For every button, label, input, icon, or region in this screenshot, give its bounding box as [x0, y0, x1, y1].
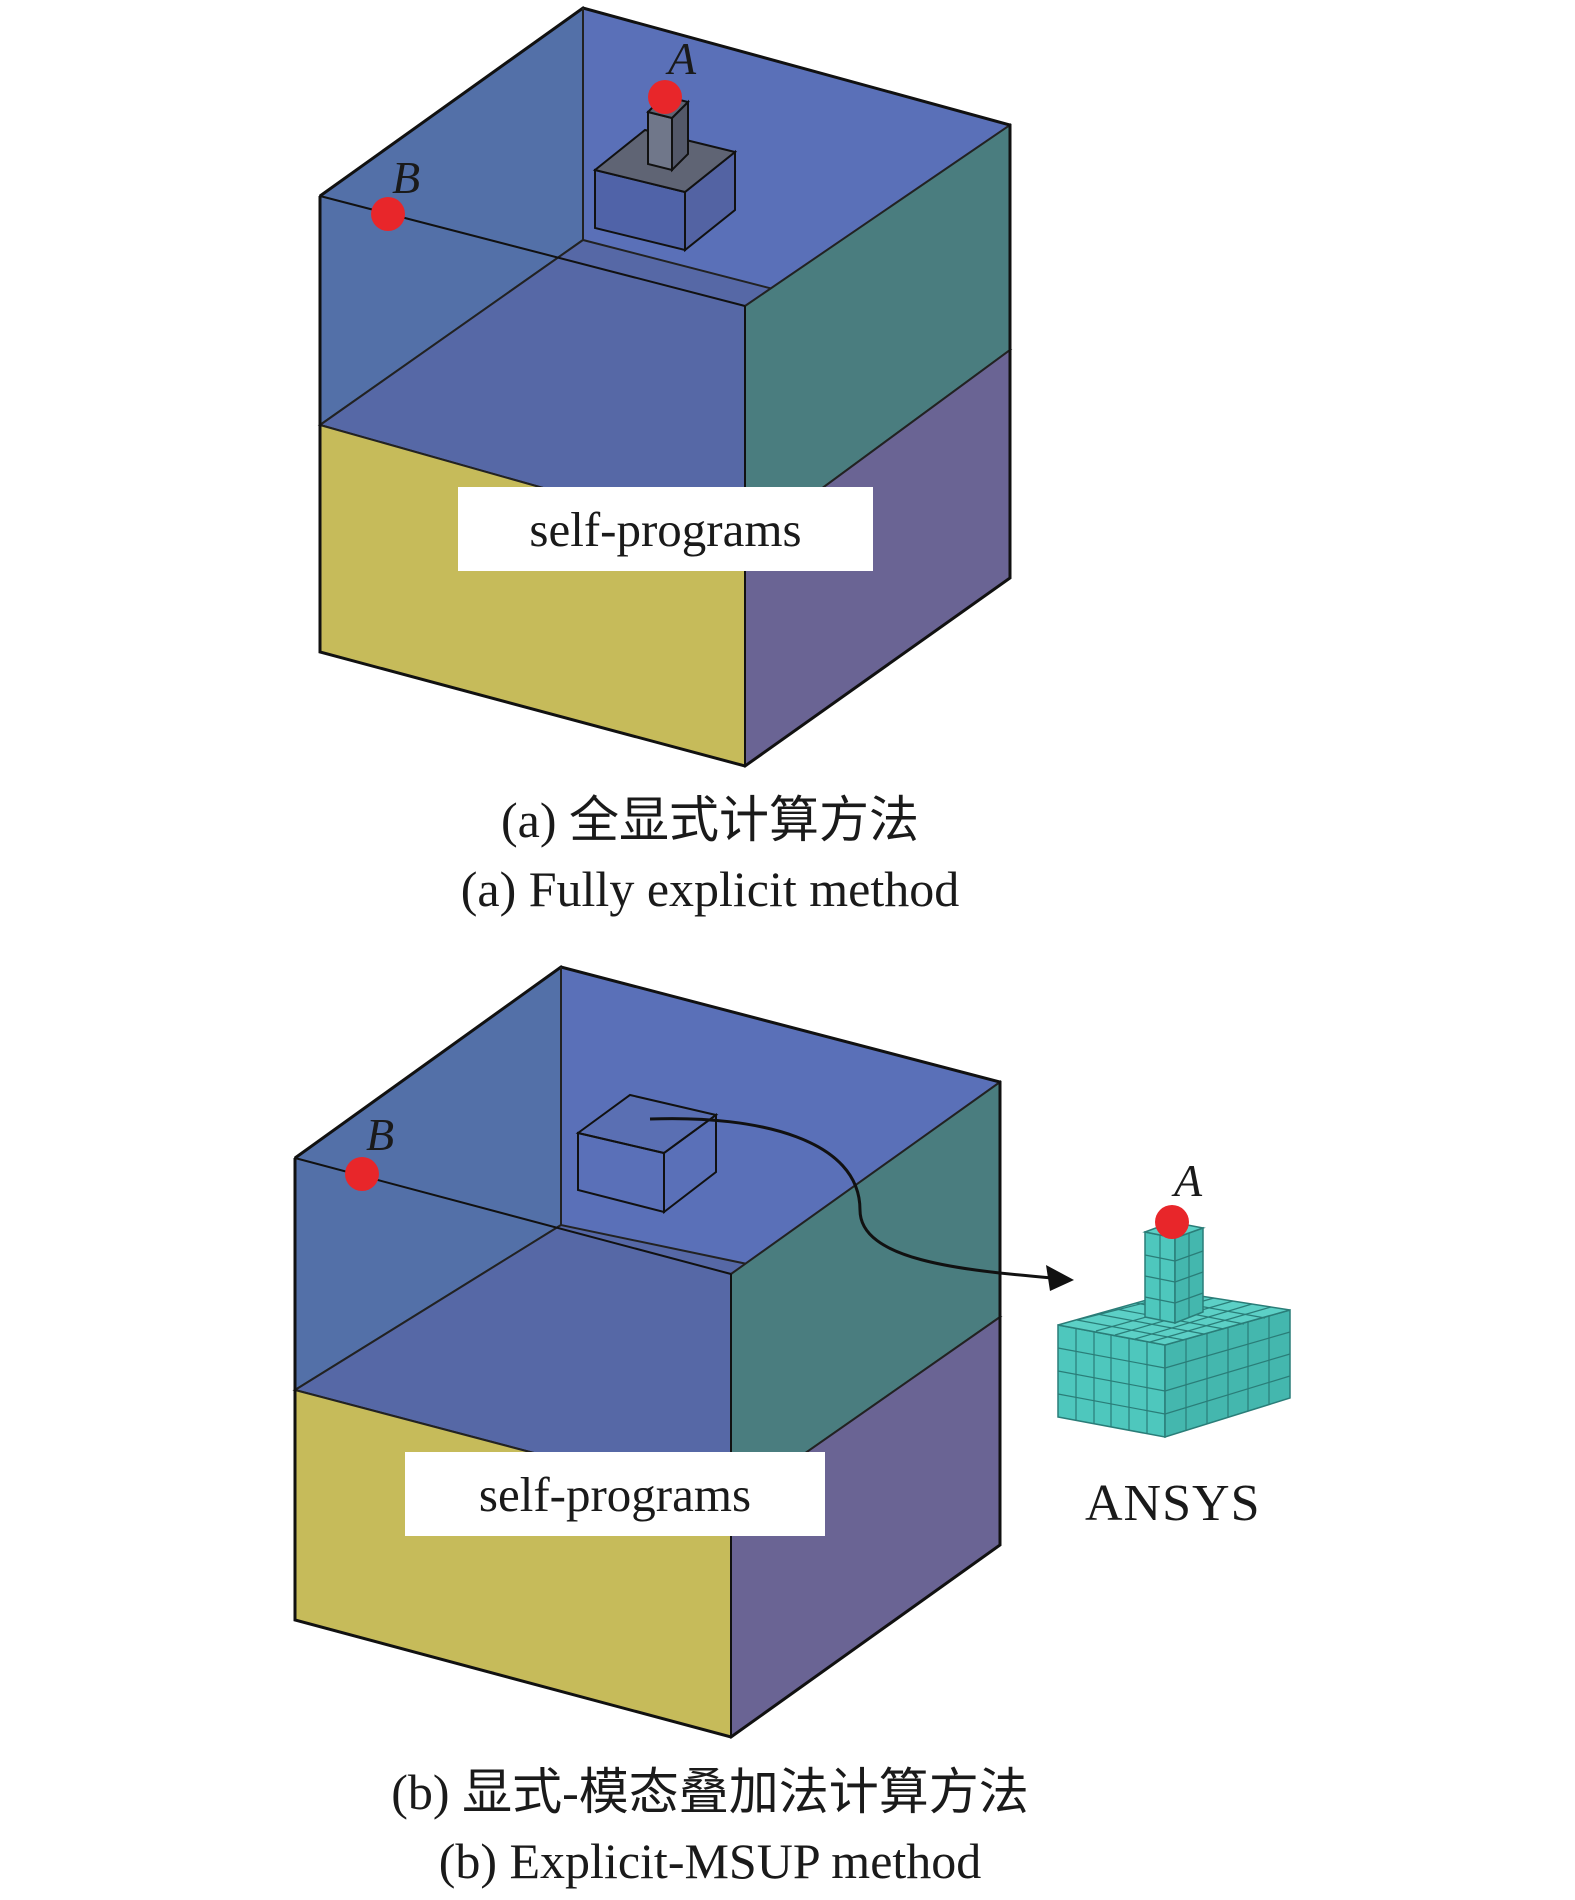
mesh-line	[1057, 1370, 1166, 1392]
mesh-line	[1174, 1271, 1204, 1283]
mesh-line	[1134, 1303, 1253, 1340]
panel-b-point-a-label: A	[1174, 1155, 1203, 1206]
mesh-line	[1057, 1347, 1166, 1369]
panel-b-point-b-label: B	[366, 1109, 395, 1160]
panel-a-soil-box	[317, 6, 1013, 768]
panel-a-point-a-marker	[648, 80, 682, 114]
panel-b-cut-region	[575, 1093, 719, 1215]
panel-b-coupling-arrow	[649, 1117, 1053, 1280]
panel-a-caption-cn: (a) 全显式计算方法	[501, 792, 919, 848]
panel-b-caption-cn: (b) 显式-模态叠加法计算方法	[391, 1764, 1029, 1820]
mesh-line	[1144, 1254, 1176, 1262]
mesh-line	[1164, 1353, 1291, 1392]
mesh-line	[1149, 1306, 1272, 1343]
mesh-line	[1164, 1331, 1291, 1369]
panel-b-box-label: self-programs	[405, 1452, 825, 1536]
panel-b-cut-side	[663, 1113, 717, 1215]
panel-b-point-b-marker	[345, 1157, 379, 1191]
ansys-label: ANSYS	[1085, 1475, 1261, 1532]
mesh-line	[1144, 1296, 1176, 1304]
ansys-column-mesh	[1144, 1233, 1204, 1320]
panel-a-box-label: self-programs	[458, 487, 873, 571]
mesh-line	[1144, 1275, 1176, 1283]
ansys-mesh-lines	[1057, 1289, 1291, 1434]
mesh-line	[1164, 1375, 1291, 1415]
panel-a-point-b-marker	[371, 197, 405, 231]
panel-a-point-a-label: A	[668, 33, 697, 84]
mesh-line	[1174, 1292, 1204, 1304]
panel-b-arrow-head	[1046, 1265, 1074, 1291]
panel-a-caption-en: (a) Fully explicit method	[460, 861, 960, 917]
mesh-line	[1096, 1313, 1205, 1335]
panel-a-point-b-label: B	[392, 152, 421, 203]
panel-b-soil-box	[292, 965, 1003, 1739]
panel-b-point-a-marker	[1155, 1205, 1189, 1239]
mesh-line	[1057, 1393, 1166, 1415]
panel-a-column-front	[647, 110, 673, 172]
panel-b-caption-en: (b) Explicit-MSUP method	[438, 1833, 982, 1889]
ansys-mesh-model	[1057, 1221, 1291, 1439]
mesh-line	[1174, 1250, 1204, 1262]
